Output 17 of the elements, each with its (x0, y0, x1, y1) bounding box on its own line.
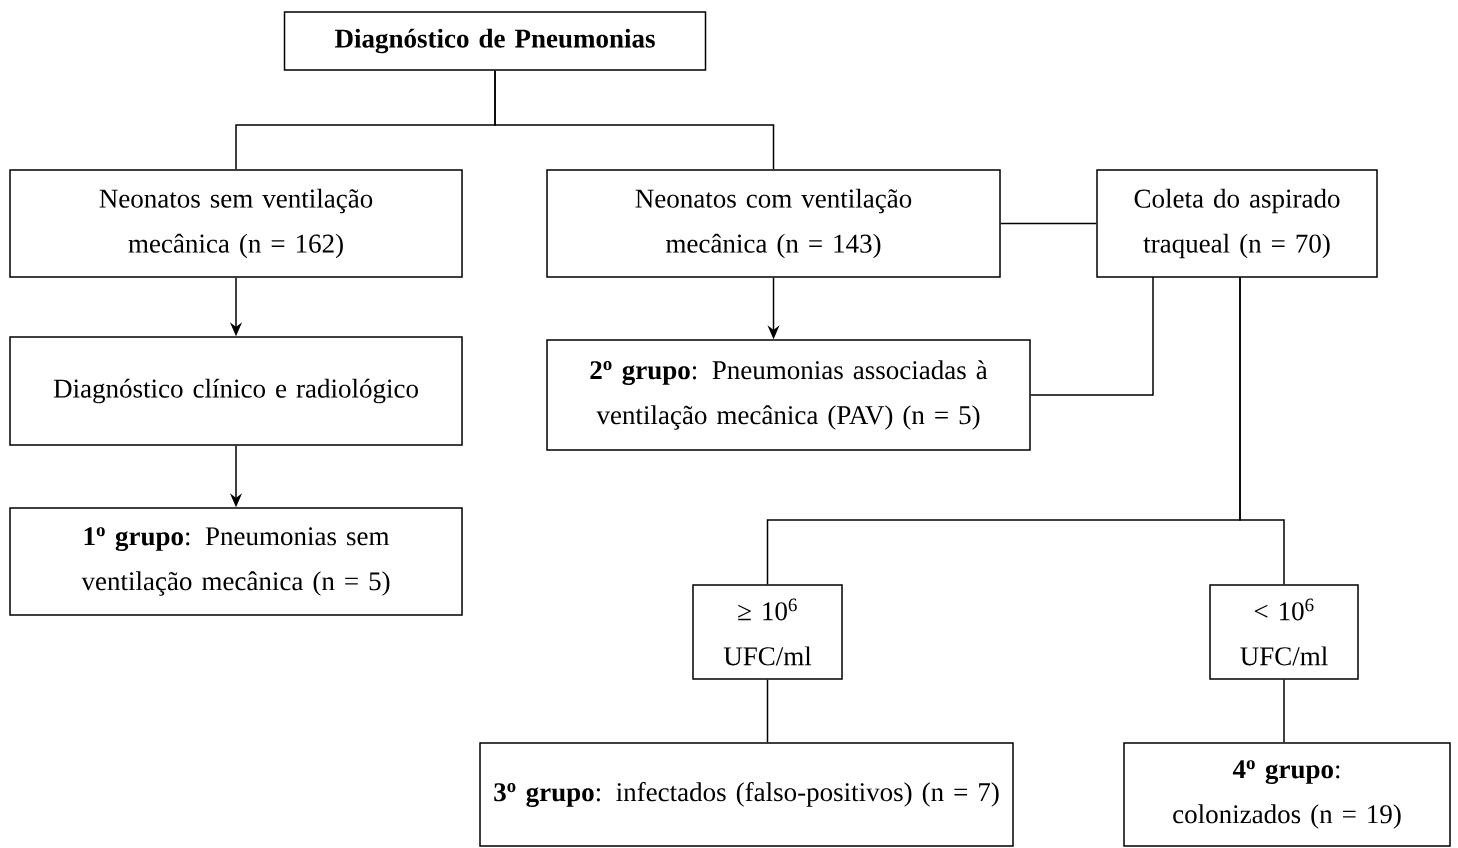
process-box: Neonatos com ventilação mecânica (n = 143) (546, 169, 1001, 278)
connector-line (1030, 276, 1154, 396)
connector-line (766, 679, 769, 743)
result-box: 3$^{o}$ grupo: infectados (falso-positivos) (n = 7) (479, 742, 1014, 847)
connector-line (1239, 276, 1285, 585)
title-box: Diagnóstico de Pneumonias (283, 11, 707, 71)
threshold-box: ≥ 10$^{6}$ UFC/ml (692, 584, 843, 680)
result-box: 1$^{o}$ grupo: Pneumonias sem ventilação mecânica (n = 5) (9, 507, 463, 616)
process-box: Neonatos sem ventilação mecânica (n = 162) (9, 169, 463, 278)
connector-line (1000, 222, 1097, 225)
connector-line (1283, 679, 1285, 743)
process-box: Coleta do aspirado traqueal (n = 70) (1096, 169, 1378, 278)
result-box: 4$^{o}$ grupo: colonizados (n = 19) (1123, 742, 1451, 847)
process-box: Diagnóstico clínico e radiológico (9, 336, 463, 446)
result-box: 2$^{o}$ grupo: Pneumonias associadas à ventilação mecânica (PAV) (n = 5) (546, 339, 1031, 451)
connector-line (494, 70, 775, 170)
threshold-box: < 10$^{6}$ UFC/ml (1209, 584, 1359, 680)
